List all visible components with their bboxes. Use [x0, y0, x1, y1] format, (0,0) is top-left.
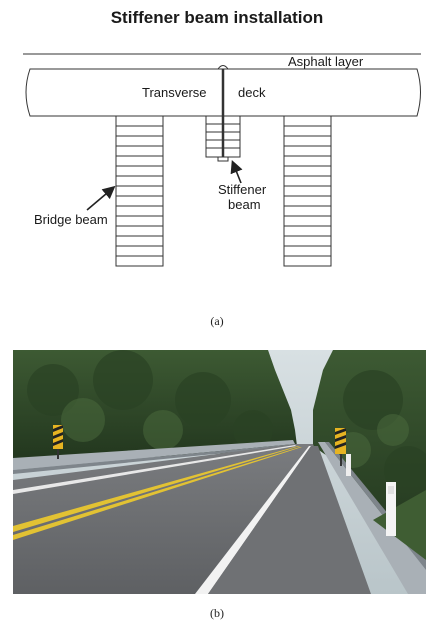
stiffener-label-line1: Stiffener [218, 182, 267, 197]
diagram-title: Stiffener beam installation [110, 8, 324, 27]
bridge-road-photo [13, 350, 426, 594]
bolt-head [217, 65, 229, 70]
bridge-beam-right [283, 115, 332, 267]
edge-line-right [195, 446, 311, 594]
deck-label: deck [238, 85, 266, 100]
transverse-label: Transverse [142, 85, 207, 100]
delineator-post-1 [346, 454, 351, 476]
guardrail-right [318, 442, 426, 594]
caption-b: (b) [210, 606, 224, 620]
stiffener-beam [205, 115, 241, 162]
warning-sign-right [335, 428, 346, 466]
bridge-beam-label: Bridge beam [34, 212, 108, 227]
center-line-yellow [13, 446, 300, 532]
edge-line-left [13, 445, 296, 494]
stiffener-arrow [230, 160, 243, 184]
shoulder-right [208, 446, 371, 594]
stiffener-diagram: Asphalt layer Transverse deck [23, 53, 421, 267]
caption-a: (a) [210, 314, 224, 328]
delineator-post-2 [386, 482, 396, 536]
bridge-beam-arrow [86, 185, 116, 211]
warning-sign-left [53, 425, 63, 459]
bridge-beam-left [115, 115, 164, 267]
guardrail-left [13, 440, 295, 470]
asphalt-layer-label: Asphalt layer [288, 54, 364, 69]
stiffener-label-line2: beam [228, 197, 261, 212]
